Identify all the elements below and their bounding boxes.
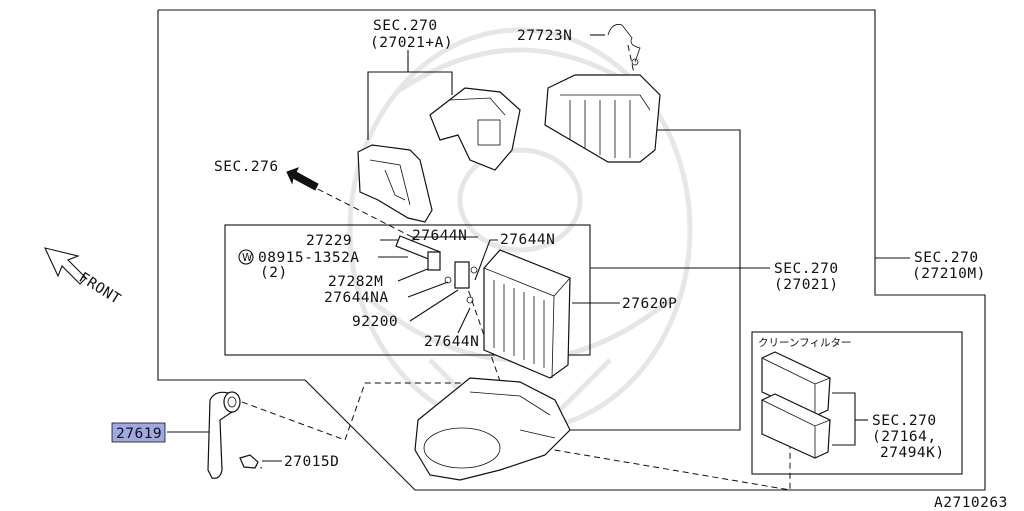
label-27015D[interactable]: 27015D <box>284 454 339 470</box>
filter-box <box>751 331 963 475</box>
duct-part <box>357 87 521 223</box>
label-sec270-top[interactable]: SEC.270 <box>373 18 438 34</box>
label-27644NA[interactable]: 27644NA <box>324 290 389 306</box>
label-27644N-b[interactable]: 27644N <box>500 232 555 248</box>
filter-parts <box>761 351 831 459</box>
label-27644N-c[interactable]: 27644N <box>424 334 479 350</box>
label-sec270-mid-sub: (27021) <box>774 277 839 293</box>
expansion-valve-part <box>395 235 478 304</box>
clip-part <box>239 454 259 469</box>
label-sec270-right[interactable]: SEC.270 <box>914 250 979 266</box>
label-27723N[interactable]: 27723N <box>517 28 572 44</box>
label-27229[interactable]: 27229 <box>306 233 352 249</box>
bolt-symbol-circle <box>238 249 254 265</box>
label-92200[interactable]: 92200 <box>352 314 398 330</box>
label-sec270-filter[interactable]: SEC.270 <box>872 413 937 429</box>
label-qty-2: (2) <box>260 265 288 281</box>
lower-case-part <box>414 377 571 481</box>
label-sec270-top-sub: (27021+A) <box>370 35 453 51</box>
label-diagram-id: A2710263 <box>934 495 1008 511</box>
part-27619-highlight[interactable] <box>111 422 166 443</box>
label-filter-title: クリーンフィルター <box>758 337 851 349</box>
label-27620P[interactable]: 27620P <box>622 296 677 312</box>
main-frame <box>157 9 986 491</box>
label-bolt-symbol: W <box>242 252 253 264</box>
label-27282M[interactable]: 27282M <box>328 274 383 290</box>
label-27619[interactable]: 27619 <box>116 426 162 442</box>
label-front: FRONT <box>76 270 124 308</box>
label-sec270-mid[interactable]: SEC.270 <box>774 261 839 277</box>
sec276-arrow <box>286 167 319 191</box>
label-08915-1352A[interactable]: 08915-1352A <box>258 250 360 266</box>
label-sec270-right-sub: (27210M) <box>912 266 986 282</box>
evaporator-core-part <box>483 249 571 379</box>
label-sec270-filter-sub2: 27494K) <box>880 445 945 461</box>
drain-hose-part <box>207 391 241 479</box>
front-arrow <box>44 247 87 285</box>
evaporator-group-box <box>224 224 591 356</box>
label-sec270-filter-sub1: (27164, <box>872 429 937 445</box>
label-sec276[interactable]: SEC.276 <box>214 159 279 175</box>
harness-part <box>607 24 641 63</box>
label-27644N-a[interactable]: 27644N <box>412 228 467 244</box>
heater-unit-part <box>544 74 661 163</box>
